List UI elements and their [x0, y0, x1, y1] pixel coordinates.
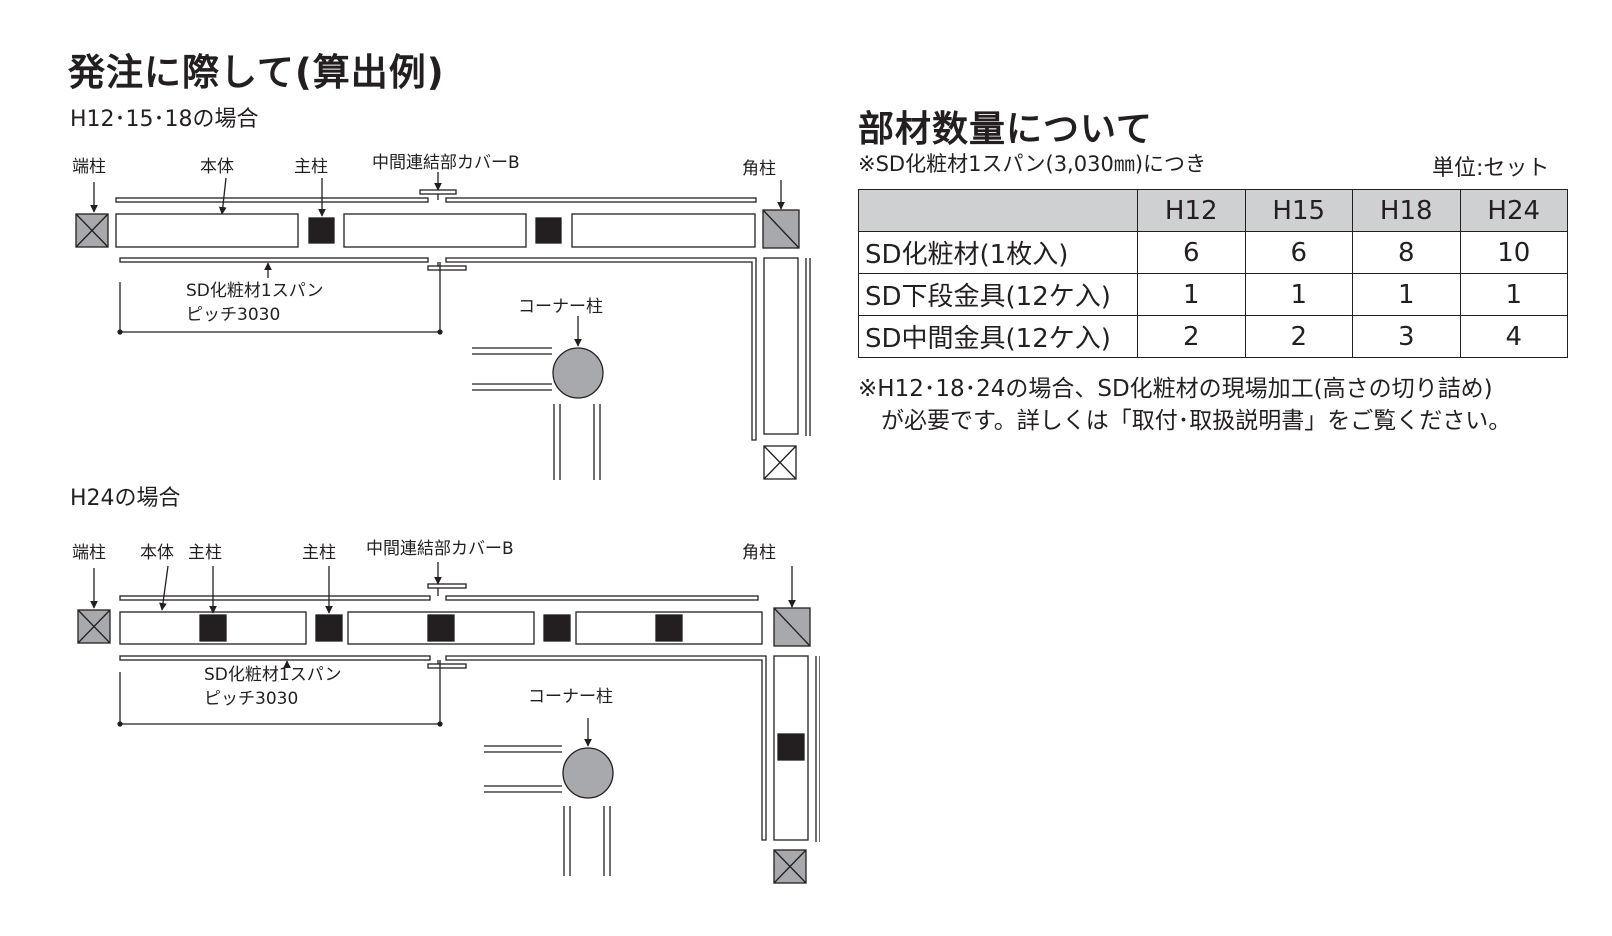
footnote-line-2: が必要です。詳しくは「取付･取扱説明書」をご覧ください。	[858, 408, 1512, 434]
case1-corner-post	[552, 347, 604, 399]
case1-main-post-2	[535, 217, 562, 244]
table-cell: 2	[1137, 315, 1246, 358]
quantity-table: H12 H15 H18 H24 SD化粧材(1枚入) 6 6 8 10 SD下段…	[858, 189, 1568, 358]
case2-panel-post-2	[427, 614, 455, 642]
table-corner-cell	[858, 189, 1138, 232]
fence-layout-diagrams	[75, 172, 820, 884]
row-name: SD化粧材(1枚入)	[858, 231, 1138, 274]
case2-cover-label: 中間連結部カバーB	[366, 539, 514, 559]
unit-label: 単位:セット	[1432, 156, 1550, 181]
case1-panel-2	[343, 213, 527, 248]
case1-corner-square-post-label: 角柱	[742, 159, 776, 179]
row-name: SD中間金具(12ケ入)	[858, 315, 1138, 358]
table-cell: 2	[1244, 315, 1353, 358]
column-header: H24	[1459, 189, 1568, 232]
case2-label: H24の場合	[70, 486, 181, 511]
case2-corner-square-post-label: 角柱	[742, 543, 776, 563]
case1-corner-square-post	[762, 209, 800, 249]
case2-pitch-label: ピッチ3030	[204, 689, 299, 709]
case2-corner-post-label: コーナー柱	[528, 687, 613, 707]
case2-end-post	[77, 609, 111, 644]
case2-bottom-square-post	[773, 849, 807, 884]
table-row: SD中間金具(12ケ入) 2 2 3 4	[858, 315, 1568, 358]
column-header: H12	[1137, 189, 1246, 232]
case2-span-label: SD化粧材1スパン	[204, 665, 342, 685]
case1-corner-post-label: コーナー柱	[518, 297, 603, 317]
column-header: H18	[1352, 189, 1461, 232]
case2-corner-square-post	[773, 607, 811, 647]
table-cell: 1	[1137, 273, 1246, 316]
case2-diagram	[77, 562, 820, 884]
table-cell: 1	[1244, 273, 1353, 316]
page-title: 発注に際して(算出例)	[68, 51, 445, 94]
case2-corner-post	[562, 747, 614, 799]
case2-end-post-label: 端柱	[72, 543, 106, 563]
case1-panel-1	[115, 213, 299, 248]
table-cell: 4	[1459, 315, 1568, 358]
case1-cover-label: 中間連結部カバーB	[372, 153, 520, 173]
case1-bottom-square-post	[763, 445, 797, 480]
case2-body-label: 本体	[140, 543, 174, 563]
case2-main-post-1	[315, 614, 343, 642]
table-cell: 1	[1352, 273, 1461, 316]
table-cell: 6	[1244, 231, 1353, 274]
case1-label: H12･15･18の場合	[70, 107, 259, 132]
case2-vertical-post	[777, 733, 805, 761]
case1-span-label: SD化粧材1スパン	[186, 281, 324, 301]
case1-end-post	[75, 213, 109, 248]
case2-panel-post-3	[655, 614, 683, 642]
case1-main-post-label: 主柱	[294, 157, 328, 177]
table-cell: 8	[1352, 231, 1461, 274]
footnote-line-1: ※H12･18･24の場合、SD化粧材の現場加工(高さの切り詰め)	[858, 376, 1493, 402]
case2-panel-post-1	[199, 614, 227, 642]
table-cell: 3	[1352, 315, 1461, 358]
footnote: ※H12･18･24の場合、SD化粧材の現場加工(高さの切り詰め) が必要です。…	[858, 373, 1511, 437]
case2-main-post-label-2: 主柱	[302, 543, 336, 563]
quantity-section-title: 部材数量について	[858, 109, 1153, 150]
case1-main-post-1	[308, 217, 335, 244]
case1-pitch-label: ピッチ3030	[186, 305, 281, 325]
case1-body-label: 本体	[200, 157, 234, 177]
table-cell: 10	[1459, 231, 1568, 274]
table-row: SD化粧材(1枚入) 6 6 8 10	[858, 231, 1568, 274]
column-header: H15	[1244, 189, 1353, 232]
table-cell: 1	[1459, 273, 1568, 316]
case2-main-post-2	[543, 614, 571, 642]
table-row: SD下段金具(12ケ入) 1 1 1 1	[858, 273, 1568, 316]
case1-panel-3	[571, 213, 756, 248]
case1-end-post-label: 端柱	[72, 157, 106, 177]
table-cell: 6	[1137, 231, 1246, 274]
row-name: SD下段金具(12ケ入)	[858, 273, 1138, 316]
case1-diagram	[75, 172, 811, 480]
table-header-row: H12 H15 H18 H24	[858, 189, 1568, 232]
case2-main-post-label-1: 主柱	[188, 543, 222, 563]
quantity-subtitle: ※SD化粧材1スパン(3,030㎜)につき	[858, 152, 1207, 176]
